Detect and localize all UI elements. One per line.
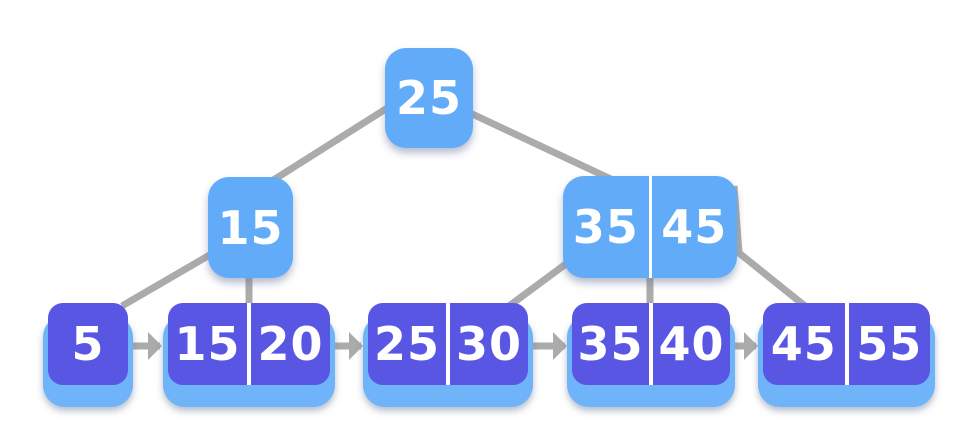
- btree-node-root: 25: [385, 48, 473, 148]
- key-cell: 55: [856, 317, 923, 371]
- btree-leaf-5: 45 55: [758, 303, 935, 407]
- leaf-card: 5: [48, 303, 128, 385]
- key-divider: [844, 303, 849, 385]
- key-cell: 15: [217, 200, 284, 255]
- key-cell: 30: [455, 317, 522, 371]
- btree-leaf-3: 25 30: [363, 303, 533, 407]
- key-divider: [446, 303, 450, 385]
- leaf-card: 45 55: [763, 303, 930, 385]
- key-cell: 40: [658, 317, 725, 371]
- leaf-card: 25 30: [368, 303, 528, 385]
- btree-leaf-1: 5: [43, 303, 133, 407]
- leaf-card: 15 20: [168, 303, 330, 385]
- key-divider: [649, 303, 653, 385]
- leaf-card: 35 40: [572, 303, 730, 385]
- btree-leaf-4: 35 40: [567, 303, 735, 407]
- key-cell: 45: [770, 317, 837, 371]
- btree-node-internal-right: 35 45: [563, 176, 737, 278]
- key-cell: 5: [71, 317, 105, 371]
- key-cell: 20: [257, 317, 324, 371]
- key-cell: 35: [577, 317, 644, 371]
- key-divider: [648, 176, 652, 278]
- key-divider: [247, 303, 251, 385]
- key-cell: 35: [572, 200, 639, 254]
- key-cell: 45: [661, 200, 728, 254]
- key-cell: 25: [395, 71, 462, 125]
- edge-internal-right-to-leaf-5: [730, 185, 813, 313]
- edge-root-to-internal-right: [466, 108, 617, 185]
- btree-leaf-2: 15 20: [163, 303, 335, 407]
- key-cell: 25: [373, 317, 440, 371]
- key-cell: 15: [174, 317, 241, 371]
- btree-node-internal-left: 15: [208, 177, 293, 278]
